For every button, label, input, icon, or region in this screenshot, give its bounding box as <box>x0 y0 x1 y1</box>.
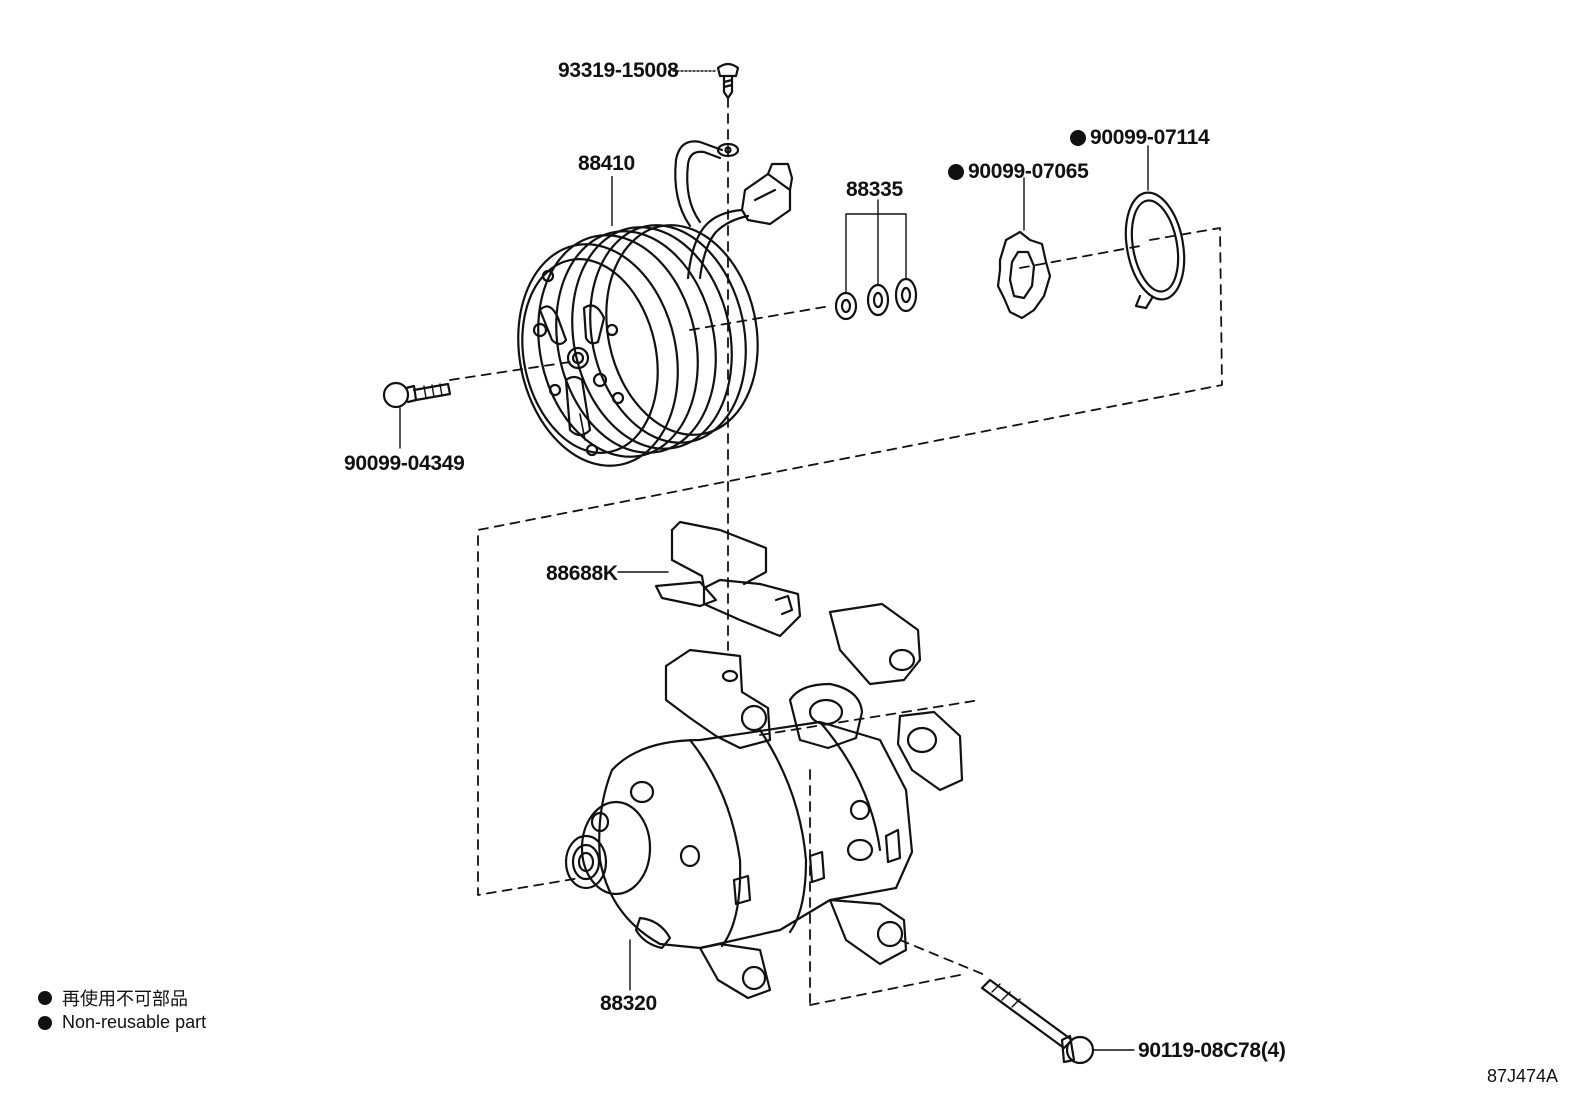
diagram-reference-code: 87J474A <box>1486 1066 1558 1086</box>
retainer-ring <box>996 230 1052 320</box>
legend-text: 再使用不可部品 <box>62 989 188 1009</box>
compressor-cover <box>654 520 802 638</box>
label-88688K: 88688K <box>546 562 618 585</box>
non-reusable-marker-90099-07114 <box>1070 130 1086 146</box>
legend-item-japanese: 再使用不可部品 <box>38 985 188 1011</box>
label-88320: 88320 <box>600 992 657 1015</box>
label-90099-04349: 90099-04349 <box>344 452 465 475</box>
non-reusable-marker-90099-07065 <box>948 164 964 180</box>
center-bolt <box>382 381 452 409</box>
legend-item-english: Non-reusable part <box>38 1012 206 1033</box>
non-reusable-dot-icon <box>38 991 52 1005</box>
legend-text: Non-reusable part <box>62 1012 207 1032</box>
label-90119-08C78: 90119-08C78(4) <box>1138 1039 1286 1062</box>
screw-93319-15008 <box>716 62 740 100</box>
shim-set <box>834 277 918 321</box>
label-88410: 88410 <box>578 152 635 175</box>
non-reusable-dot-icon <box>38 1015 52 1030</box>
label-90099-07114: 90099-07114 <box>1090 126 1210 149</box>
label-90099-07065: 90099-07065 <box>968 160 1089 183</box>
ac-compressor <box>564 602 964 1000</box>
label-93319-15008: 93319-15008 <box>558 59 679 82</box>
leader-88335 <box>845 199 907 293</box>
label-88335: 88335 <box>846 178 904 201</box>
magnetic-clutch-pulley <box>517 224 759 467</box>
mounting-bolt <box>980 978 1095 1065</box>
snap-ring <box>1124 191 1186 310</box>
clutch-wire-harness <box>674 140 794 280</box>
